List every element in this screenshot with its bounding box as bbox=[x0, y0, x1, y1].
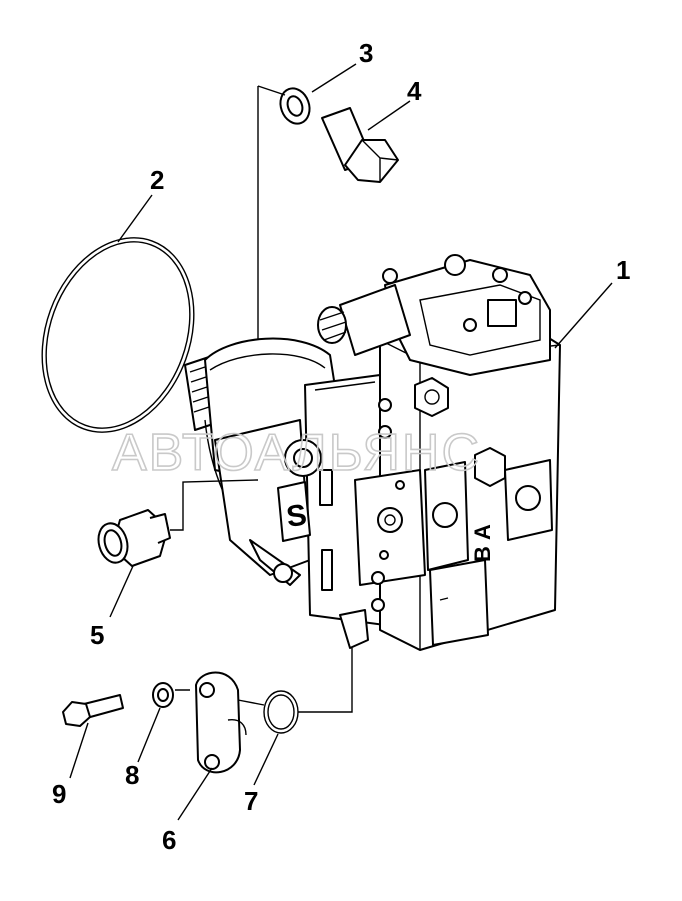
callout-4: 4 bbox=[407, 76, 422, 106]
callout-2: 2 bbox=[150, 165, 164, 195]
callout-6: 6 bbox=[162, 825, 176, 855]
part-4-hex-bolt bbox=[321, 107, 399, 183]
assembly-line-fitting bbox=[170, 479, 259, 531]
callout-1: 1 bbox=[616, 255, 630, 285]
part-logo-s: S bbox=[284, 498, 308, 533]
part-5-fitting bbox=[97, 509, 171, 567]
part-7-o-ring bbox=[263, 690, 299, 734]
callout-9: 9 bbox=[52, 779, 66, 809]
assembly-line-bottom bbox=[175, 648, 353, 713]
callout-7: 7 bbox=[244, 786, 258, 816]
part-9-bolt bbox=[62, 694, 124, 727]
callout-3: 3 bbox=[359, 38, 373, 68]
part-8-washer bbox=[152, 682, 174, 708]
part-6-split-flange bbox=[195, 671, 247, 774]
part-2-o-ring bbox=[41, 237, 195, 433]
callout-8: 8 bbox=[125, 760, 139, 790]
part-1-hydraulic-motor: S A B bbox=[184, 254, 561, 651]
part-3-washer bbox=[279, 87, 311, 125]
callout-leaders bbox=[69, 63, 613, 821]
port-label-b: B bbox=[470, 546, 495, 562]
port-label-a: A bbox=[470, 524, 495, 540]
watermark-text: АВТОАЛЬЯНС bbox=[112, 424, 481, 482]
callout-5: 5 bbox=[90, 620, 104, 650]
